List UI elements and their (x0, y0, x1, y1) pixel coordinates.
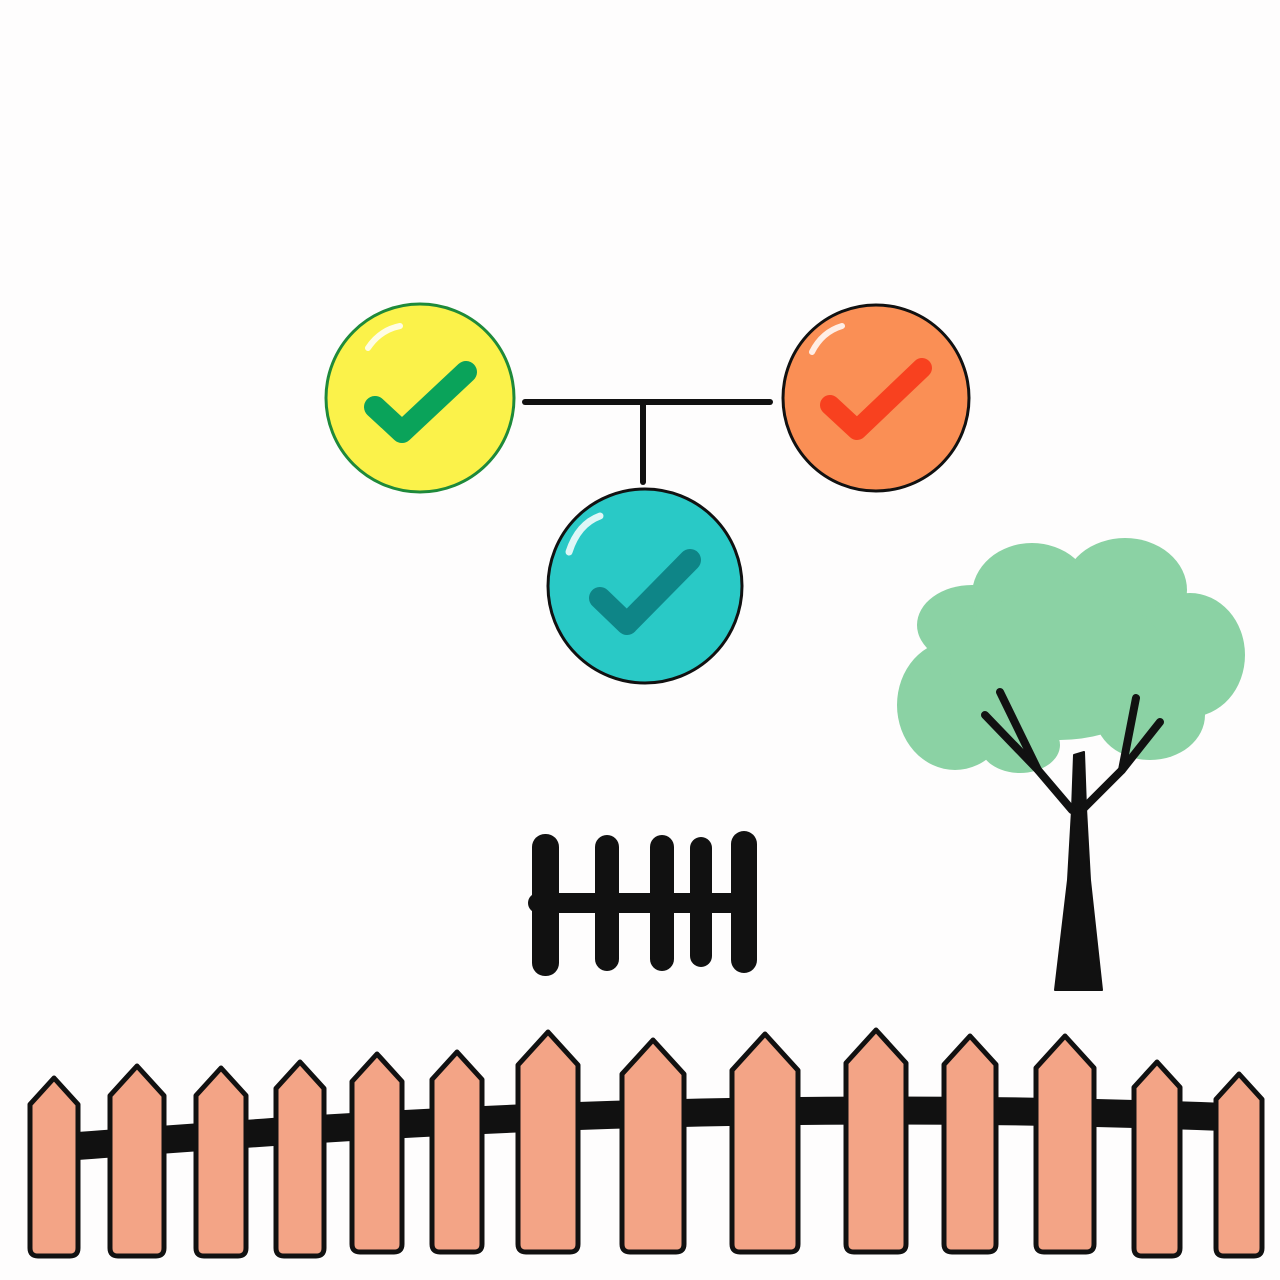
tree-foliage (897, 538, 1245, 773)
fence-picket (107, 1063, 167, 1259)
check-icon (364, 361, 477, 443)
fence-picket (1033, 1033, 1097, 1255)
fence-picket (1213, 1071, 1265, 1259)
fence-picket (843, 1027, 909, 1255)
orange-status-node (781, 303, 971, 493)
fence-picket (1131, 1059, 1183, 1259)
fence-picket (515, 1029, 581, 1255)
fence-picket (729, 1031, 801, 1255)
fence-picket (27, 1075, 81, 1259)
fence-picket (349, 1051, 405, 1255)
picket-fence-icon (27, 1027, 1265, 1259)
fence-picket (273, 1059, 327, 1259)
connector-lines (522, 399, 773, 485)
tree-trunk (981, 688, 1164, 991)
check-icon (820, 358, 932, 440)
teal-status-node (546, 487, 744, 685)
fence-picket (619, 1037, 687, 1255)
check-icon (589, 549, 701, 635)
yellow-status-node (324, 302, 516, 494)
fence-picket (941, 1033, 999, 1255)
tree-icon (897, 538, 1245, 991)
fence-picket (193, 1065, 249, 1259)
small-gate-icon (528, 831, 757, 976)
fence-pickets (27, 1027, 1265, 1259)
fence-picket (429, 1049, 485, 1255)
